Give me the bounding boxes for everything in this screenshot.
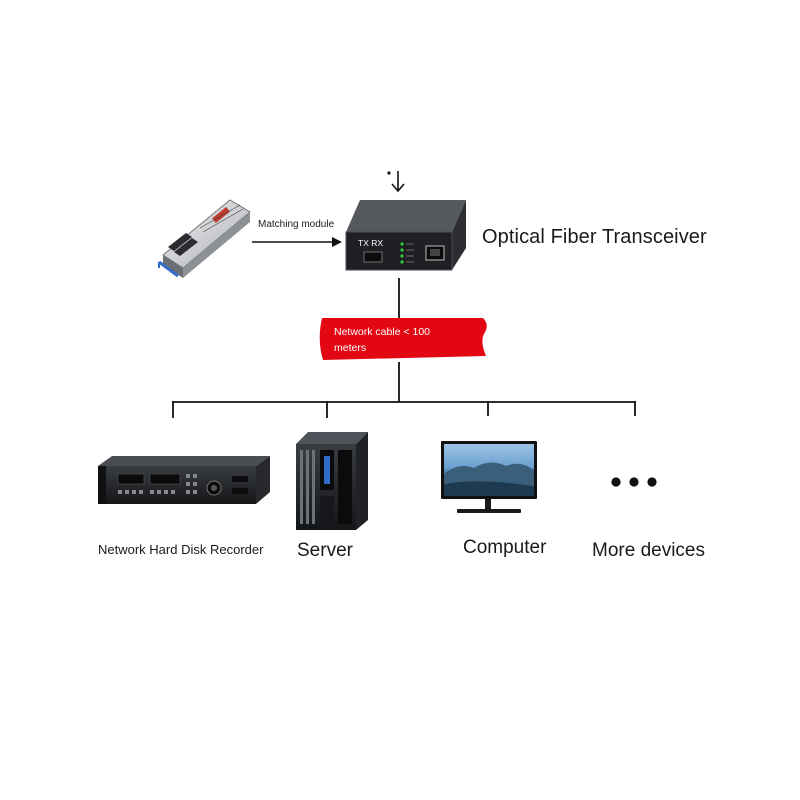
sfp-module-icon	[158, 199, 251, 278]
device-label-server: Server	[297, 540, 353, 561]
server-icon	[296, 432, 368, 530]
transceiver-port-label: TX RX	[358, 238, 383, 248]
device-label-nvr: Network Hard Disk Recorder	[98, 542, 264, 557]
module-arrow-head	[332, 237, 342, 247]
cable-banner	[319, 318, 487, 360]
matching-module-label: Matching module	[258, 219, 335, 230]
monitor-icon	[441, 441, 537, 513]
device-label-computer: Computer	[463, 537, 547, 558]
nvr-icon	[98, 456, 270, 504]
cable-label: Network cable < 100 meters	[334, 326, 431, 354]
transceiver-title: Optical Fiber Transceiver	[482, 226, 707, 248]
down-arrow-icon	[387, 171, 405, 193]
ellipsis-icon	[611, 477, 657, 487]
transceiver-icon	[345, 200, 466, 271]
device-label-more: More devices	[592, 540, 705, 561]
